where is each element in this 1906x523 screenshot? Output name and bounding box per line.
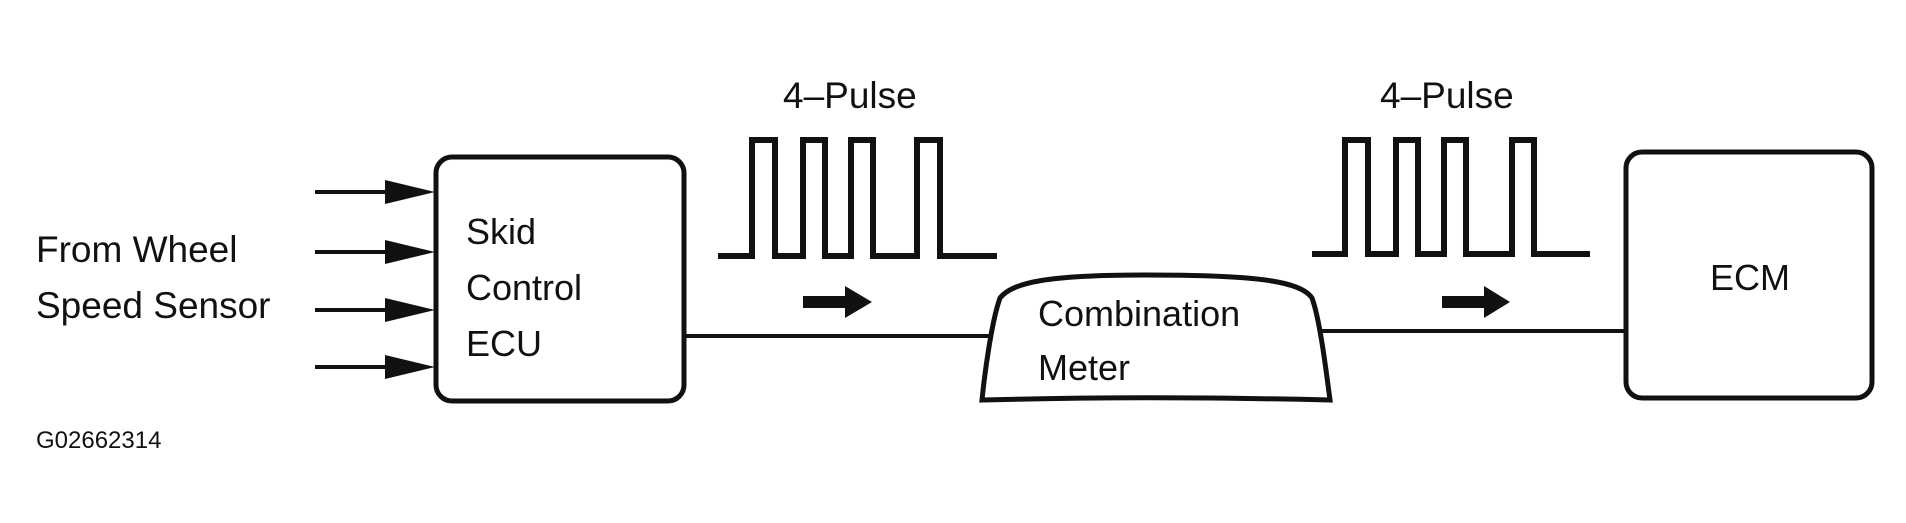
skid-ecu-label-line2: Control	[466, 267, 582, 308]
skid-ecu-label-line3: ECU	[466, 323, 542, 364]
sensor-arrow-1	[315, 180, 435, 204]
combination-meter-box	[979, 272, 1333, 403]
ecm-box	[1623, 149, 1875, 401]
combination-meter-label-line2: Meter	[1038, 347, 1130, 388]
pulse-waveform-left	[718, 137, 997, 259]
skid-ecu-label-line1: Skid	[466, 211, 536, 252]
combination-meter-label-line1: Combination	[1038, 293, 1240, 334]
signal-direction-arrow-right	[1442, 286, 1510, 318]
input-label-line2: Speed Sensor	[36, 285, 271, 326]
sensor-input-arrows	[315, 180, 435, 379]
skid-control-ecu-box	[433, 154, 687, 404]
pulse-waveform-right	[1312, 137, 1590, 257]
figure-id: G02662314	[36, 427, 161, 454]
signal-direction-arrow-left	[803, 286, 872, 318]
ecm-label: ECM	[1710, 257, 1790, 298]
sensor-arrow-4	[315, 355, 435, 379]
pulse-right-label: 4–Pulse	[1380, 75, 1514, 116]
pulse-left-label: 4–Pulse	[783, 75, 917, 116]
input-label-line1: From Wheel	[36, 229, 237, 270]
sensor-arrow-3	[315, 298, 435, 322]
sensor-arrow-2	[315, 240, 435, 264]
